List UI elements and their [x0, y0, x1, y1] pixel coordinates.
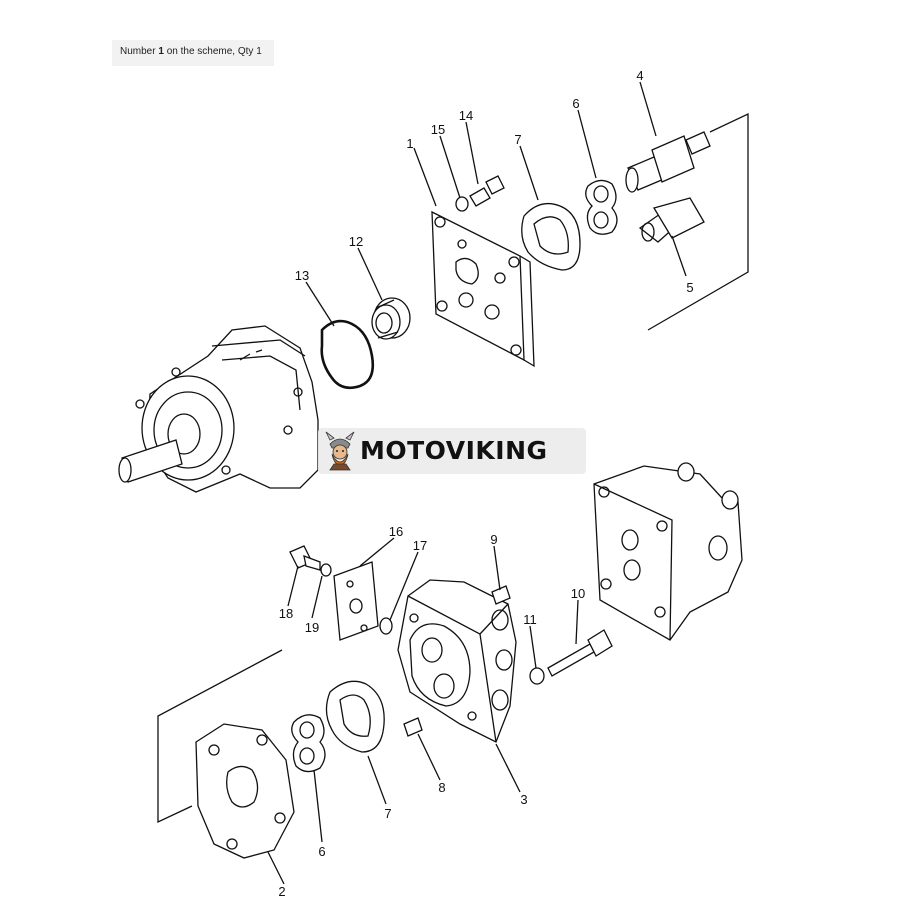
- callout-8: 8: [438, 780, 445, 795]
- pump-housing-bottom: [593, 462, 743, 641]
- callout-1: 1: [406, 136, 413, 151]
- callout-6a: 6: [572, 96, 579, 111]
- header-suffix: on the scheme, Qty 1: [163, 46, 262, 57]
- callout-5: 5: [686, 280, 693, 295]
- watermark-text: MOTOVIKING: [360, 436, 548, 465]
- part-6-bushing-bottom: [291, 714, 326, 773]
- part-9-pin: [491, 585, 511, 605]
- part-15-washer: [455, 196, 469, 212]
- part-18-bolt: [289, 545, 321, 571]
- part-4-gear-shaft: [625, 131, 711, 193]
- part-10-bolt: [547, 629, 613, 677]
- part-16-flange-plate: [333, 561, 379, 641]
- callout-10: 10: [571, 586, 585, 601]
- callout-9: 9: [490, 532, 497, 547]
- callout-7b: 7: [384, 806, 391, 821]
- header-number: 1: [158, 46, 164, 57]
- callout-17: 17: [413, 538, 427, 553]
- part-3-gear-case: [397, 579, 517, 743]
- part-12-bearing: [371, 297, 411, 340]
- part-11-washer: [529, 667, 545, 685]
- part-5-gear: [638, 197, 705, 243]
- bracket-top-right: [647, 112, 749, 331]
- header-prefix: Number: [120, 46, 159, 57]
- part-6-bushing-top: [585, 179, 618, 235]
- callout-14: 14: [459, 108, 473, 123]
- callout-13: 13: [295, 268, 309, 283]
- part-13-o-ring: [320, 319, 375, 390]
- callout-12: 12: [349, 234, 363, 249]
- part-1-plate: [431, 210, 535, 368]
- part-17-o-ring: [379, 617, 393, 635]
- pump-housing-top: [118, 325, 319, 493]
- callout-18: 18: [279, 606, 293, 621]
- callout-11: 11: [523, 612, 537, 627]
- header-caption: Number 1 on the scheme, Qty 1: [112, 40, 274, 66]
- callout-2: 2: [278, 884, 285, 899]
- part-7-gasket-top: [521, 202, 581, 271]
- header-text: Number 1 on the scheme, Qty 1: [120, 46, 262, 57]
- watermark-banner: MOTOVIKING: [318, 428, 586, 474]
- part-19-washer: [320, 563, 332, 577]
- leader-lines: [267, 81, 687, 885]
- part-14-bolt: [469, 175, 505, 207]
- callout-15: 15: [431, 122, 445, 137]
- part-2-flange: [195, 723, 295, 859]
- part-8-pin: [403, 717, 423, 737]
- callout-6b: 6: [318, 844, 325, 859]
- callout-4: 4: [636, 68, 643, 83]
- part-7-gasket-bottom: [325, 680, 385, 753]
- callout-7a: 7: [514, 132, 521, 147]
- bracket-bottom-left: [157, 649, 283, 824]
- callout-3: 3: [520, 792, 527, 807]
- callout-19: 19: [305, 620, 319, 635]
- viking-mascot-icon: [325, 431, 355, 471]
- callout-16: 16: [389, 524, 403, 539]
